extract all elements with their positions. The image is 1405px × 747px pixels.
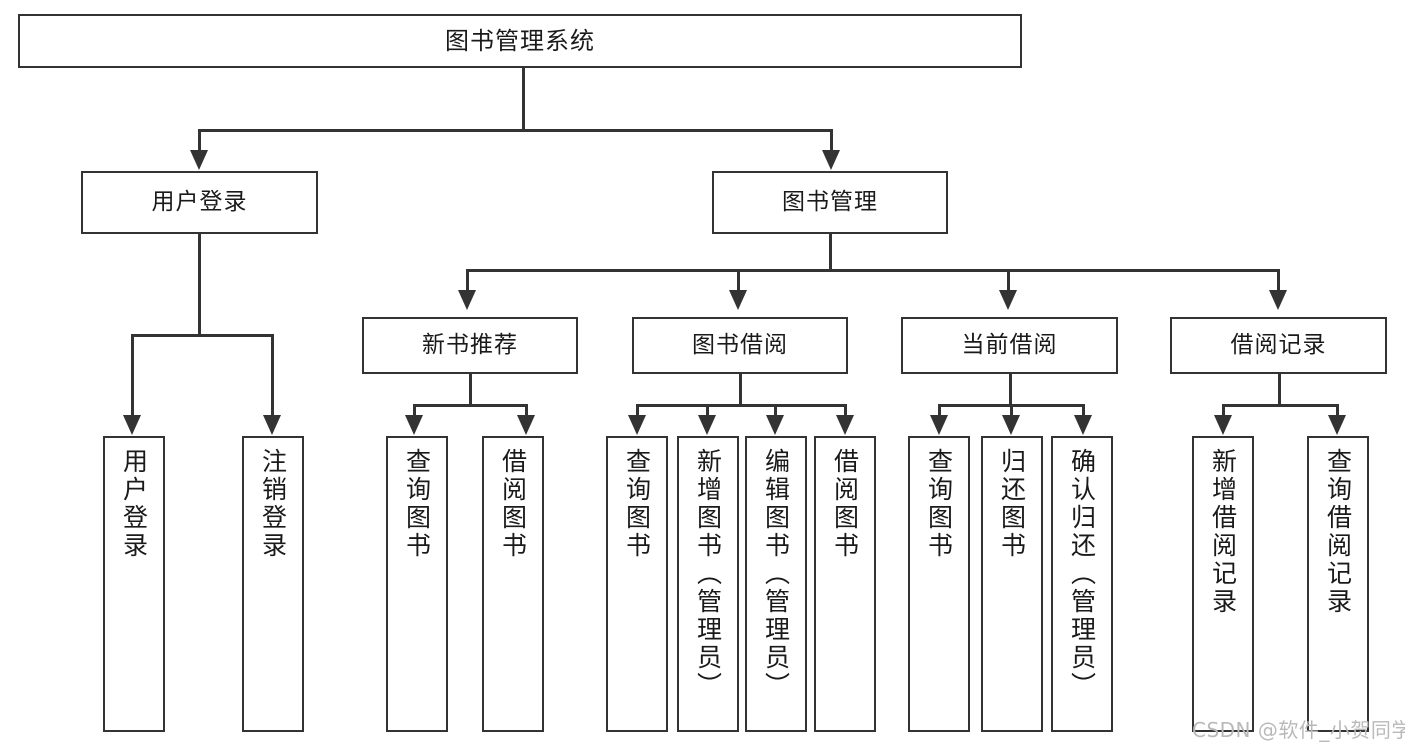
leaf-book-borrow-2[interactable]: 新增图书（管理员） bbox=[677, 436, 739, 732]
connector-bm-to-new-book bbox=[466, 269, 469, 291]
node-label: 用户登录 bbox=[119, 448, 149, 560]
leaf-borrow-record-2[interactable]: 查询借阅记录 bbox=[1307, 436, 1369, 732]
connector-book-borrow-leaf4 bbox=[844, 404, 847, 416]
node-borrow-record[interactable]: 借阅记录 bbox=[1170, 317, 1387, 374]
connector-root-to-user-login bbox=[198, 129, 201, 151]
node-label: 编辑图书（管理员） bbox=[761, 448, 791, 700]
node-user-login[interactable]: 用户登录 bbox=[81, 171, 318, 234]
connector-bm-to-current-borrow bbox=[1007, 269, 1010, 291]
arrow-book-borrow-leaf3 bbox=[766, 415, 784, 435]
node-label: 归还图书 bbox=[997, 448, 1027, 560]
leaf-current-borrow-1[interactable]: 查询图书 bbox=[908, 436, 970, 732]
leaf-current-borrow-3[interactable]: 确认归还（管理员） bbox=[1051, 436, 1113, 732]
node-label: 查询图书 bbox=[622, 448, 652, 560]
node-label: 确认归还（管理员） bbox=[1067, 448, 1097, 700]
node-label: 图书管理系统 bbox=[445, 26, 595, 55]
node-label: 新书推荐 bbox=[422, 331, 518, 358]
connector-new-book-leaf2 bbox=[525, 404, 528, 416]
arrow-bm-to-current-borrow bbox=[999, 290, 1017, 310]
leaf-user-login-2[interactable]: 注销登录 bbox=[242, 436, 304, 732]
node-current-borrow[interactable]: 当前借阅 bbox=[901, 317, 1118, 374]
leaf-book-borrow-1[interactable]: 查询图书 bbox=[606, 436, 668, 732]
connector-book-borrow-leaf2 bbox=[706, 404, 709, 416]
arrow-bm-to-borrow-record bbox=[1269, 290, 1287, 310]
node-label: 借阅图书 bbox=[830, 448, 860, 560]
arrow-user-login-leaf1 bbox=[123, 415, 141, 435]
connector-root-stem bbox=[522, 68, 525, 130]
connector-new-book-bar bbox=[413, 404, 525, 407]
connector-bm-to-borrow-record bbox=[1277, 269, 1280, 291]
arrow-root-to-user-login bbox=[190, 150, 208, 170]
leaf-borrow-record-1[interactable]: 新增借阅记录 bbox=[1192, 436, 1254, 732]
arrow-book-borrow-leaf2 bbox=[698, 415, 716, 435]
connector-current-borrow-leaf3 bbox=[1082, 404, 1085, 416]
node-label: 查询图书 bbox=[924, 448, 954, 560]
connector-user-login-stem bbox=[198, 234, 201, 336]
connector-book-management-stem bbox=[829, 234, 832, 271]
arrow-book-borrow-leaf1 bbox=[628, 415, 646, 435]
node-label: 图书管理 bbox=[782, 188, 878, 215]
node-root-book-management-system[interactable]: 图书管理系统 bbox=[18, 14, 1022, 68]
node-label: 当前借阅 bbox=[961, 331, 1058, 358]
arrow-current-borrow-leaf3 bbox=[1074, 415, 1092, 435]
connector-root-to-book-management bbox=[830, 129, 833, 151]
connector-user-login-leaf1 bbox=[131, 334, 134, 416]
arrow-root-to-book-management bbox=[822, 150, 840, 170]
arrow-new-book-leaf2 bbox=[517, 415, 535, 435]
arrow-current-borrow-leaf2 bbox=[1002, 415, 1020, 435]
leaf-user-login-1[interactable]: 用户登录 bbox=[103, 436, 165, 732]
connector-user-login-bar bbox=[131, 334, 273, 337]
arrow-borrow-record-leaf2 bbox=[1328, 415, 1346, 435]
connector-borrow-record-leaf1 bbox=[1222, 404, 1225, 416]
leaf-book-borrow-3[interactable]: 编辑图书（管理员） bbox=[745, 436, 807, 732]
csdn-watermark: CSDN @软件_小贺同学 bbox=[1192, 718, 1405, 742]
connector-current-borrow-leaf1 bbox=[938, 404, 941, 416]
arrow-current-borrow-leaf1 bbox=[930, 415, 948, 435]
connector-book-borrow-bar bbox=[636, 404, 844, 407]
arrow-new-book-leaf1 bbox=[405, 415, 423, 435]
node-label: 查询图书 bbox=[402, 448, 432, 560]
node-label: 借阅记录 bbox=[1230, 331, 1327, 358]
connector-root-bar bbox=[198, 129, 832, 132]
leaf-new-book-1[interactable]: 查询图书 bbox=[386, 436, 448, 732]
node-label: 新增图书（管理员） bbox=[693, 448, 723, 700]
connector-borrow-record-leaf2 bbox=[1336, 404, 1339, 416]
connector-book-borrow-leaf1 bbox=[636, 404, 639, 416]
connector-borrow-record-bar bbox=[1222, 404, 1336, 407]
arrow-book-borrow-leaf4 bbox=[836, 415, 854, 435]
connector-new-book-leaf1 bbox=[413, 404, 416, 416]
connector-new-book-stem bbox=[469, 374, 472, 406]
node-label: 图书借阅 bbox=[692, 331, 788, 358]
node-new-book-recommend[interactable]: 新书推荐 bbox=[362, 317, 578, 374]
connector-book-borrow-leaf3 bbox=[774, 404, 777, 416]
connector-book-management-bar bbox=[466, 269, 1277, 272]
connector-borrow-record-stem bbox=[1278, 374, 1281, 406]
node-label: 借阅图书 bbox=[498, 448, 528, 560]
connector-user-login-leaf2 bbox=[271, 334, 274, 416]
node-label: 查询借阅记录 bbox=[1323, 448, 1353, 616]
node-book-management[interactable]: 图书管理 bbox=[712, 171, 948, 234]
connector-book-borrow-stem bbox=[739, 374, 742, 406]
connector-current-borrow-leaf2 bbox=[1010, 404, 1013, 416]
arrow-user-login-leaf2 bbox=[263, 415, 281, 435]
node-label: 新增借阅记录 bbox=[1208, 448, 1238, 616]
leaf-current-borrow-2[interactable]: 归还图书 bbox=[981, 436, 1043, 732]
arrow-bm-to-book-borrow bbox=[729, 290, 747, 310]
node-label: 注销登录 bbox=[258, 448, 288, 560]
arrow-borrow-record-leaf1 bbox=[1214, 415, 1232, 435]
leaf-book-borrow-4[interactable]: 借阅图书 bbox=[814, 436, 876, 732]
connector-bm-to-book-borrow bbox=[737, 269, 740, 291]
node-label: 用户登录 bbox=[151, 188, 248, 215]
connector-current-borrow-stem bbox=[1009, 374, 1012, 406]
leaf-new-book-2[interactable]: 借阅图书 bbox=[482, 436, 544, 732]
node-book-borrow[interactable]: 图书借阅 bbox=[632, 317, 848, 374]
arrow-bm-to-new-book bbox=[458, 290, 476, 310]
